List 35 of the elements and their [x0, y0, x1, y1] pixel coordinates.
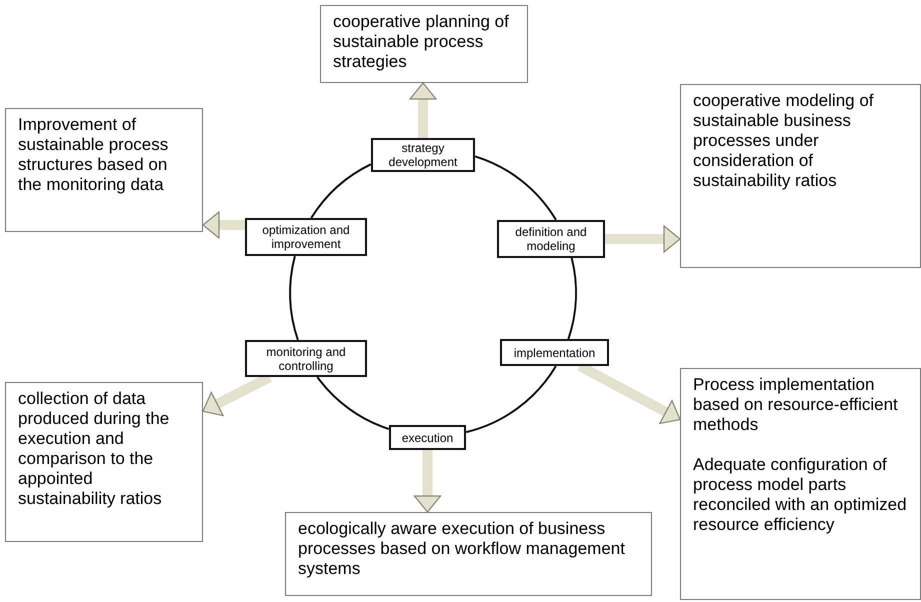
cycle-arc: [289, 256, 299, 340]
description-box: [5, 108, 203, 232]
description-text: Adequate configuration of process model parts reconciled with an optimized resource efficiency: [693, 455, 908, 535]
stage-label: strategy development: [388, 141, 458, 169]
description-text: collection of data produced during the execution and comparison to the appointed sustainability ratios: [18, 389, 170, 509]
description-text: ecologically aware execution of business processes based on workflow management systems: [298, 519, 626, 579]
description-text: cooperative modeling of sustainable business processes under consideration of sustainability ratios: [693, 91, 875, 191]
block-arrow: [409, 82, 437, 138]
description-box: [680, 368, 921, 600]
stage-box: [245, 218, 367, 256]
description-text: cooperative planning of sustainable process strategies: [333, 12, 510, 72]
cycle-arc: [474, 155, 557, 220]
cycle-arc: [567, 258, 577, 340]
stage-label: implementation: [514, 346, 596, 360]
cycle-arc: [310, 163, 372, 218]
description-text: Improvement of sustainable process structures based on the monitoring data: [18, 115, 170, 195]
stage-box: [245, 340, 367, 377]
description-box: [285, 512, 652, 596]
stage-box: [500, 339, 609, 366]
block-arrow: [414, 450, 442, 513]
cycle-arc: [466, 366, 557, 434]
cycle-arc: [316, 376, 390, 430]
block-arrow: [605, 225, 681, 253]
block-arrow: [202, 211, 245, 239]
description-text: Process implementation based on resource-efficient methods: [693, 375, 899, 435]
stage-label: optimization and improvement: [261, 223, 351, 251]
stage-label: monitoring and controlling: [265, 344, 347, 372]
stage-label: execution: [402, 430, 454, 444]
description-box: [680, 84, 921, 268]
stage-box: [371, 138, 475, 172]
description-box: [320, 5, 528, 83]
stage-box: [497, 220, 605, 258]
description-box: [5, 382, 203, 542]
stage-label: definition and modeling: [514, 225, 588, 253]
stage-box: [389, 425, 466, 450]
